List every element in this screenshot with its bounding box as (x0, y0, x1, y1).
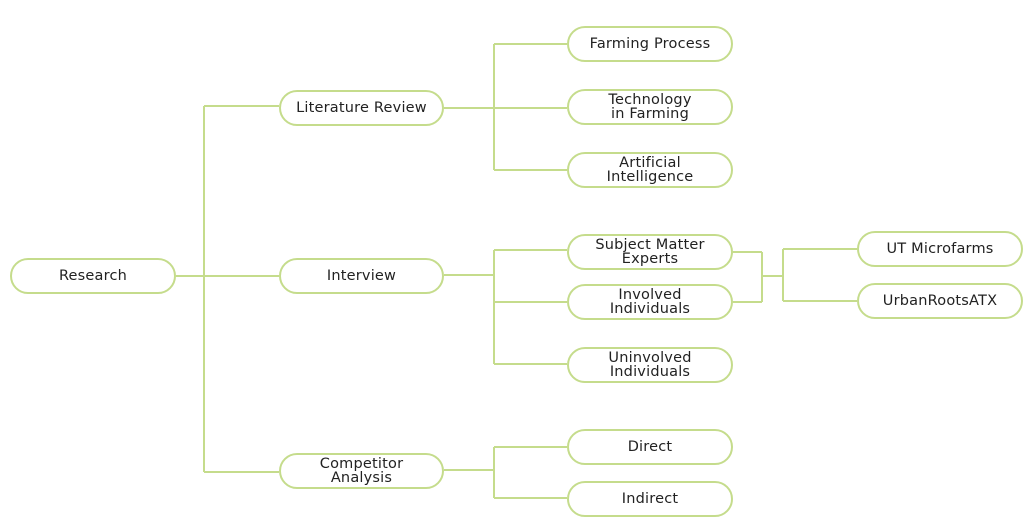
node-technology-in-farming: Technology in Farming (567, 89, 733, 125)
node-uninvolved-individuals: Uninvolved Individuals (567, 347, 733, 383)
node-research: Research (10, 258, 176, 294)
node-urbanrootsatx: UrbanRootsATX (857, 283, 1023, 319)
node-competitor-analysis: Competitor Analysis (279, 453, 444, 489)
node-artificial-intelligence: Artificial Intelligence (567, 152, 733, 188)
node-interview: Interview (279, 258, 444, 294)
node-indirect: Indirect (567, 481, 733, 517)
node-farming-process: Farming Process (567, 26, 733, 62)
node-ut-microfarms: UT Microfarms (857, 231, 1023, 267)
node-literature-review: Literature Review (279, 90, 444, 126)
node-direct: Direct (567, 429, 733, 465)
node-involved-individuals: Involved Individuals (567, 284, 733, 320)
node-subject-matter-experts: Subject Matter Experts (567, 234, 733, 270)
